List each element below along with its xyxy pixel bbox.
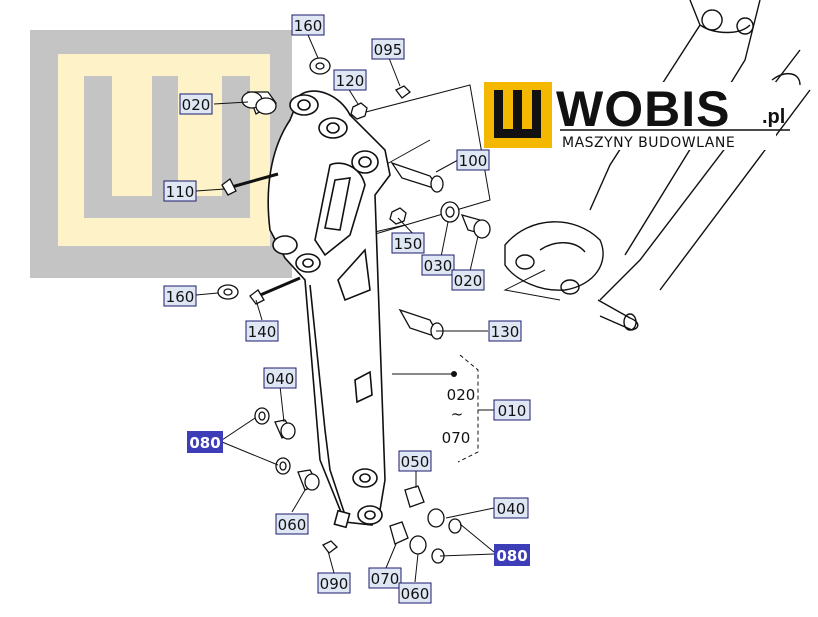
brand-tagline: MASZYNY BUDOWLANE <box>562 135 735 151</box>
callout-070: 070 <box>371 570 400 588</box>
boom-arm-outline <box>504 0 811 331</box>
callout-140: 140 <box>248 323 277 341</box>
range-marker-dot <box>451 371 457 377</box>
callout-060-bottom: 060 <box>401 585 430 603</box>
callout-020-left: 020 <box>182 96 211 114</box>
small-parts <box>217 57 491 564</box>
callout-100: 100 <box>459 152 488 170</box>
callout-120: 120 <box>336 72 365 90</box>
wobis-logo: WOBIS .pl MASZYNY BUDOWLANE <box>484 81 790 151</box>
callout-030: 030 <box>424 257 453 275</box>
callout-080-right: 080 <box>496 547 527 565</box>
callout-160-top: 160 <box>294 17 323 35</box>
callout-040-top: 040 <box>266 370 295 388</box>
callout-150: 150 <box>394 235 423 253</box>
range-start: 020 <box>447 386 476 404</box>
range-end: 070 <box>442 429 471 447</box>
brand-name: WOBIS <box>556 81 730 137</box>
callout-090: 090 <box>320 575 349 593</box>
range-tilde: ~ <box>451 405 464 423</box>
brand-suffix: .pl <box>762 106 785 128</box>
callout-080-left: 080 <box>189 434 220 452</box>
callout-095: 095 <box>374 41 403 59</box>
callout-110: 110 <box>166 183 195 201</box>
watermark-logo <box>30 30 292 278</box>
callout-160-bottom: 160 <box>166 288 195 306</box>
boom-body <box>267 90 391 529</box>
callout-020-right: 020 <box>454 272 483 290</box>
callout-010: 010 <box>498 402 527 420</box>
callout-060-left: 060 <box>278 516 307 534</box>
callout-040-bottom: 040 <box>497 500 526 518</box>
callout-130: 130 <box>491 323 520 341</box>
callout-labels: 160 095 120 020 100 110 150 030 020 160 … <box>163 14 531 604</box>
callout-050: 050 <box>401 453 430 471</box>
